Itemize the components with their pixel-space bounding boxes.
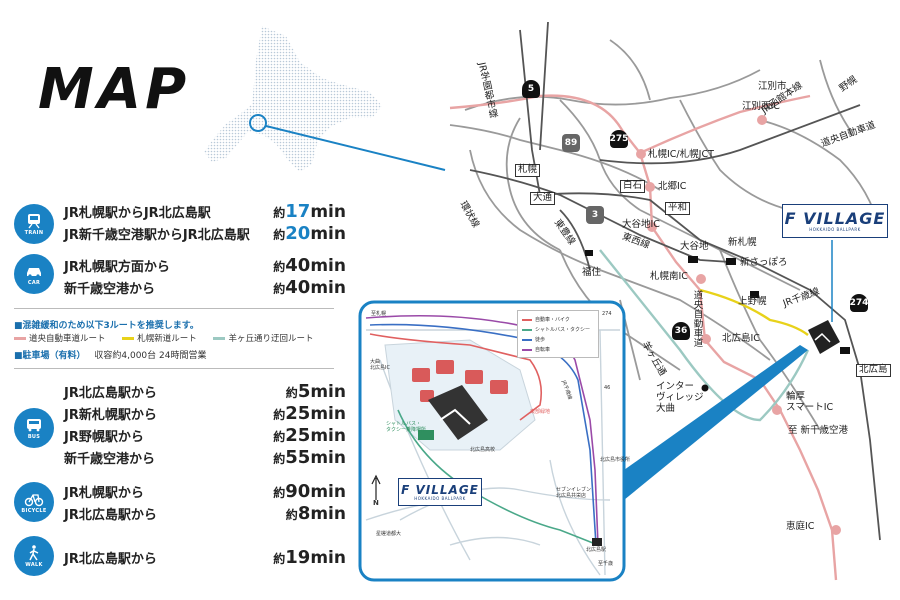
recommended-routes-legend: 道央自動車道ルート 札幌新道ルート 羊ヶ丘通り迂回ルート — [14, 332, 327, 344]
ic-markers — [636, 115, 841, 535]
route-row: 新千歳空港から 約55min — [64, 447, 346, 468]
inset-label-station: 北広島駅 — [586, 547, 607, 553]
map-label-sapporo-minami-ic: 札幌南IC — [650, 271, 688, 282]
train-icon: TRAIN — [14, 204, 54, 244]
route-row: JR北広島駅から 約8min — [64, 503, 346, 524]
car-icon: CAR — [14, 254, 54, 294]
inset-label-to-sapporo: 至札幌 — [371, 311, 387, 317]
inset-label-to-chitose: 至千歳 — [598, 561, 614, 567]
map-label-sapporo: 札幌 — [515, 164, 541, 177]
map-label-odori: 大通 — [530, 192, 556, 205]
route-row: JR新札幌駅から 約25min — [64, 403, 346, 424]
route-row: JR北広島駅から 約19min — [64, 547, 346, 568]
route-row: JR野幌駅から 約25min — [64, 425, 346, 446]
map-label-shiroishi: 白石 — [620, 180, 646, 193]
interville-marker — [701, 384, 709, 392]
map-label-shin-sapporo-jr: 新札幌 — [728, 237, 757, 248]
map-label-fukuzumi: 福住 — [582, 267, 602, 278]
road-network — [449, 39, 881, 431]
bicycle-icon: BICYCLE — [14, 482, 54, 522]
inset-callout — [624, 345, 808, 500]
route-row: JR札幌駅方面から 約40min — [64, 255, 346, 276]
map-label-kitahiroshima: 北広島 — [856, 364, 891, 377]
locator-connector — [265, 125, 446, 171]
map-label-to-airport: 至 新千歳空港 — [788, 425, 849, 436]
map-label-oyachi-ic: 大谷地IC — [622, 219, 660, 230]
route-shield-5: 5 — [522, 80, 540, 98]
route-shield-36: 36 — [672, 322, 690, 340]
route-shield-274: 274 — [850, 294, 868, 312]
map-label-oyachi: 大谷地 — [680, 241, 709, 252]
inset-parking-lots — [412, 360, 508, 402]
inset-label-city-hall: 北広島市役所 — [600, 457, 631, 463]
map-label-kitahiroshima-ic: 北広島IC — [722, 333, 760, 344]
inset-label-shuttle: シャトルバス・ タクシー乗降場所 — [386, 421, 427, 433]
map-label-kamionoppro: 上野幌 — [738, 296, 767, 307]
route-shield-89: 89 — [562, 134, 580, 152]
route-row: JR新千歳空港駅からJR北広島駅 約20min — [64, 223, 346, 244]
route-shield-3: 3 — [586, 206, 604, 224]
hokkaido-silhouette — [204, 26, 382, 172]
route-row: JR北広島駅から 約5min — [64, 381, 346, 402]
expressway-route-lines — [449, 94, 838, 581]
divider — [14, 368, 334, 369]
map-label-kitago-ic: 北郷IC — [658, 181, 687, 192]
map-label-heiwa: 平和 — [665, 202, 691, 215]
map-label-sapporo-ic: 札幌IC/札幌JCT — [648, 149, 714, 160]
inset-label-north-high: 北広島高校 — [470, 447, 496, 453]
inset-shuttle-area — [418, 430, 434, 440]
map-label-shin-sapporo: 新さっぽろ — [740, 257, 788, 268]
inset-label-route-46: 46 — [604, 385, 611, 391]
inset-legend: 自動車・バイク シャトルバス・タクシー 徒歩 自転車 — [517, 310, 599, 358]
sapporo-locator-ring — [249, 114, 267, 132]
bus-icon: BUS — [14, 408, 54, 448]
map-label-ebetsu: 江別市 — [758, 81, 787, 92]
route-row: JR札幌駅からJR北広島駅 約17min — [64, 201, 346, 222]
parking-info: ■駐車場（有料） 収容約4,000台 24時間営業 — [14, 351, 207, 361]
inset-label-hokkaido-univ: 星槎道都大 — [376, 531, 402, 537]
map-label-doo-expressway-vertical: 道央自動車道 — [691, 290, 703, 347]
inset-north-arrow: N — [373, 499, 379, 507]
inset-label-seven-eleven: セブンイレブン 北広島共栄店 — [556, 487, 592, 499]
map-label-ebetsu-nishi-ic: 江別西IC — [742, 101, 780, 112]
hitsujigaoka-route-line — [599, 249, 810, 422]
map-label-eniwa-ic: 恵庭IC — [786, 521, 815, 532]
inset-north-arrow-shape — [371, 474, 381, 500]
inset-label-toei: 東部緑地 — [530, 409, 551, 415]
page-title: MAP — [38, 57, 191, 122]
inset-label-route-274: 274 — [602, 311, 612, 317]
walk-icon: WALK — [14, 536, 54, 576]
shinmichi-route-line — [699, 288, 809, 336]
divider — [14, 308, 334, 309]
rail-lines — [469, 21, 881, 541]
route-row: JR札幌駅から 約90min — [64, 481, 346, 502]
inset-label-ic: 大曲 北広島IC — [370, 359, 390, 371]
map-label-interville: インター ヴィレッジ 大曲 — [656, 381, 704, 414]
map-label-wattsu-ic: 輪厚 スマートIC — [786, 391, 834, 413]
fvillage-logo: F VILLAGE HOKKAIDO BALLPARK — [782, 204, 888, 238]
route-shield-275: 275 — [610, 130, 628, 148]
congestion-note: ■混雑緩和のため以下3ルートを推奨します。 — [14, 321, 199, 331]
inset-station-marker — [592, 538, 602, 546]
inset-fvillage-logo: F VILLAGE HOKKAIDO BALLPARK — [398, 478, 482, 506]
route-row: 新千歳空港から 約40min — [64, 277, 346, 298]
